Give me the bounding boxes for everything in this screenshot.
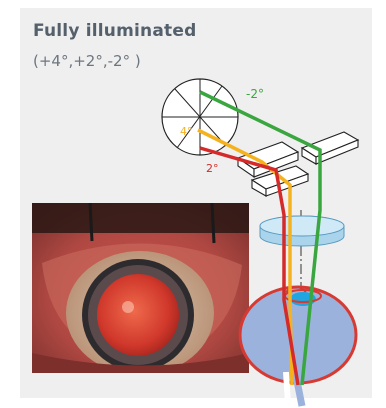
beam-label-plus4: 4° [180, 125, 193, 138]
condenser-lens [260, 216, 344, 246]
beam-label-minus2: -2° [246, 87, 264, 101]
mirror-upper [302, 132, 358, 164]
eyeball [240, 287, 356, 406]
beam-label-plus2: 2° [206, 162, 219, 175]
